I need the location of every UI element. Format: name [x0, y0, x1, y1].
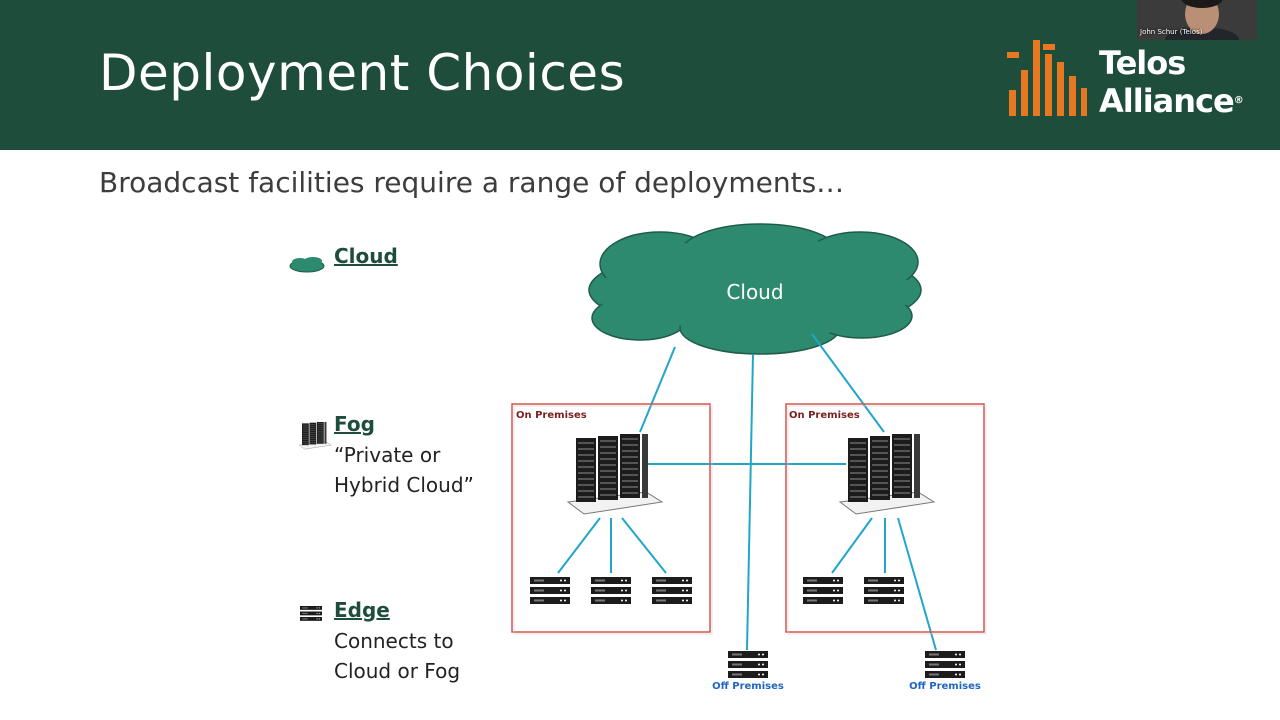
edge-server-off-premises-right [925, 651, 965, 678]
connection-lines [557, 333, 937, 651]
edge-server-right-2 [864, 577, 904, 604]
fog-server-left [568, 434, 662, 514]
telos-logo-wordmark: Telos Alliance® [1099, 44, 1244, 120]
edge-server-right-1 [803, 577, 843, 604]
legend-edge-title: Edge [334, 598, 390, 622]
logo-registered-mark: ® [1233, 95, 1244, 106]
slide-header [0, 0, 1280, 150]
edge-server-left-2 [591, 577, 631, 604]
cloud-shape [588, 223, 922, 355]
webcam-thumbnail[interactable]: John Schur (Telos) [1137, 0, 1257, 40]
legend-fog-desc-line2: Hybrid Cloud” [334, 473, 474, 497]
legend-edge-desc-line2: Cloud or Fog [334, 659, 461, 683]
edge-server-icon [300, 606, 322, 621]
logo-line1: Telos [1099, 44, 1186, 82]
server-rack-icon [299, 422, 331, 449]
legend-cloud-title: Cloud [334, 244, 398, 268]
edge-server-left-1 [530, 577, 570, 604]
legend-fog-description: “Private or Hybrid Cloud” [334, 440, 474, 500]
legend-fog-desc-line1: “Private or [334, 443, 441, 467]
telos-logo-bars-icon [1007, 40, 1087, 116]
edge-server-off-premises-left [728, 651, 768, 678]
on-premises-box-left [511, 403, 711, 633]
edge-server-left-3 [652, 577, 692, 604]
cloud-icon [289, 257, 325, 273]
webcam-name-label: John Schur (Telos) [1140, 28, 1203, 36]
logo-line2: Alliance [1099, 82, 1235, 120]
slide-subtitle: Broadcast facilities require a range of … [99, 166, 845, 199]
on-premises-label-right: On Premises [789, 410, 860, 421]
fog-server-right [840, 434, 934, 514]
webcam-person-body [1165, 28, 1239, 40]
on-premises-label-left: On Premises [516, 410, 587, 421]
cloud-label: Cloud [726, 280, 783, 304]
legend-edge-description: Connects to Cloud or Fog [334, 626, 460, 686]
on-premises-box-right [785, 403, 985, 633]
off-premises-label-left: Off Premises [712, 681, 784, 692]
slide-title: Deployment Choices [99, 44, 626, 102]
off-premises-label-right: Off Premises [909, 681, 981, 692]
legend-fog-title: Fog [334, 412, 375, 436]
webcam-person-hair [1181, 0, 1223, 8]
legend-edge-desc-line1: Connects to [334, 629, 454, 653]
